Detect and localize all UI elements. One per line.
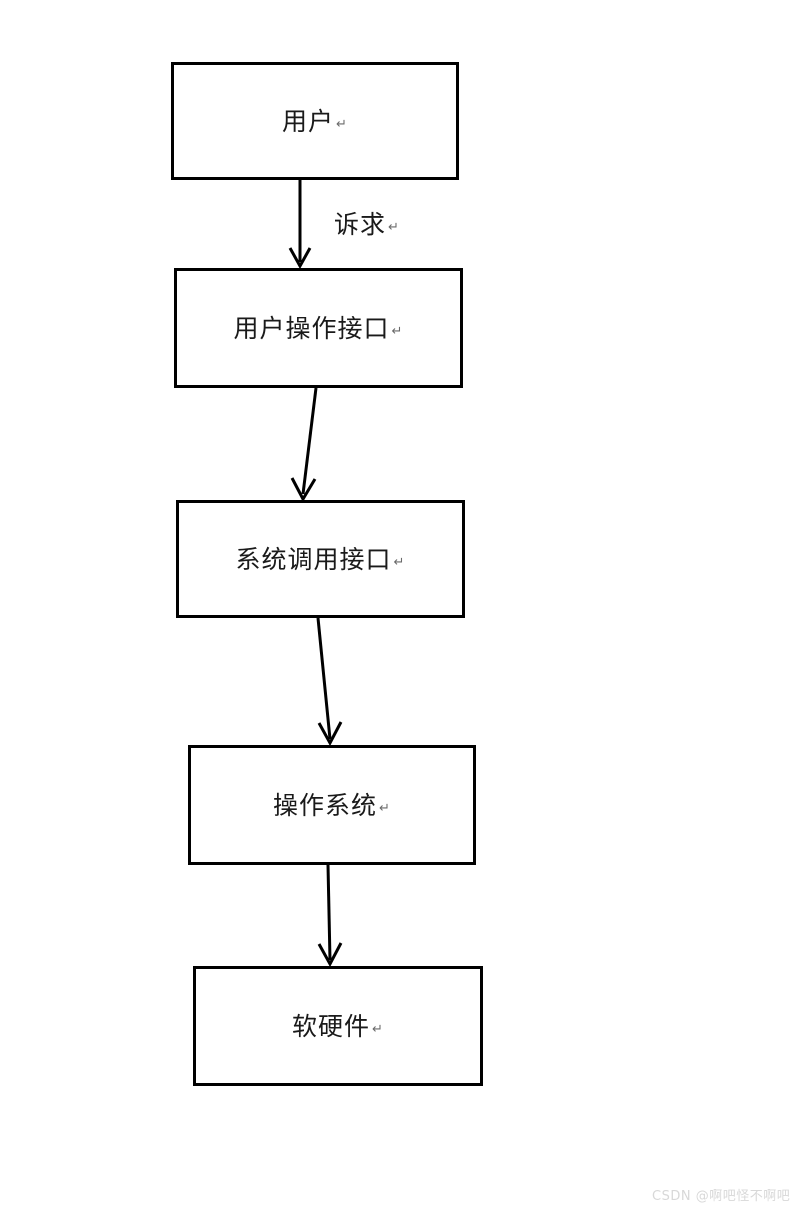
pilcrow-icon: ↵ (372, 1021, 384, 1037)
edge-user-to-interface (288, 180, 312, 270)
flow-node-user-operation-interface-label: 用户操作接口↵ (233, 313, 404, 343)
edge-syscall-to-os (316, 617, 343, 747)
edge-label-appeal: 诉求↵ (334, 210, 400, 239)
pilcrow-icon: ↵ (336, 116, 348, 132)
flow-node-software-hardware-label: 软硬件↵ (292, 1011, 384, 1041)
flow-node-user[interactable]: 用户↵ (171, 62, 459, 180)
flow-node-operating-system[interactable]: 操作系统↵ (188, 745, 476, 865)
pilcrow-icon: ↵ (391, 323, 404, 339)
pilcrow-icon: ↵ (393, 554, 406, 570)
flow-node-software-hardware[interactable]: 软硬件↵ (193, 966, 483, 1086)
pilcrow-icon: ↵ (388, 220, 400, 236)
flow-node-system-call-interface-label: 系统调用接口↵ (235, 544, 406, 574)
pilcrow-icon: ↵ (379, 800, 391, 816)
csdn-watermark: CSDN @啊吧怪不啊吧 (652, 1189, 791, 1204)
edge-os-to-hardware (317, 864, 343, 968)
flow-node-operating-system-label: 操作系统↵ (273, 790, 391, 820)
flow-node-system-call-interface[interactable]: 系统调用接口↵ (176, 500, 465, 618)
edge-interface-to-syscall (290, 387, 318, 503)
flow-node-user-operation-interface[interactable]: 用户操作接口↵ (174, 268, 463, 388)
flow-node-user-label: 用户↵ (282, 106, 348, 136)
